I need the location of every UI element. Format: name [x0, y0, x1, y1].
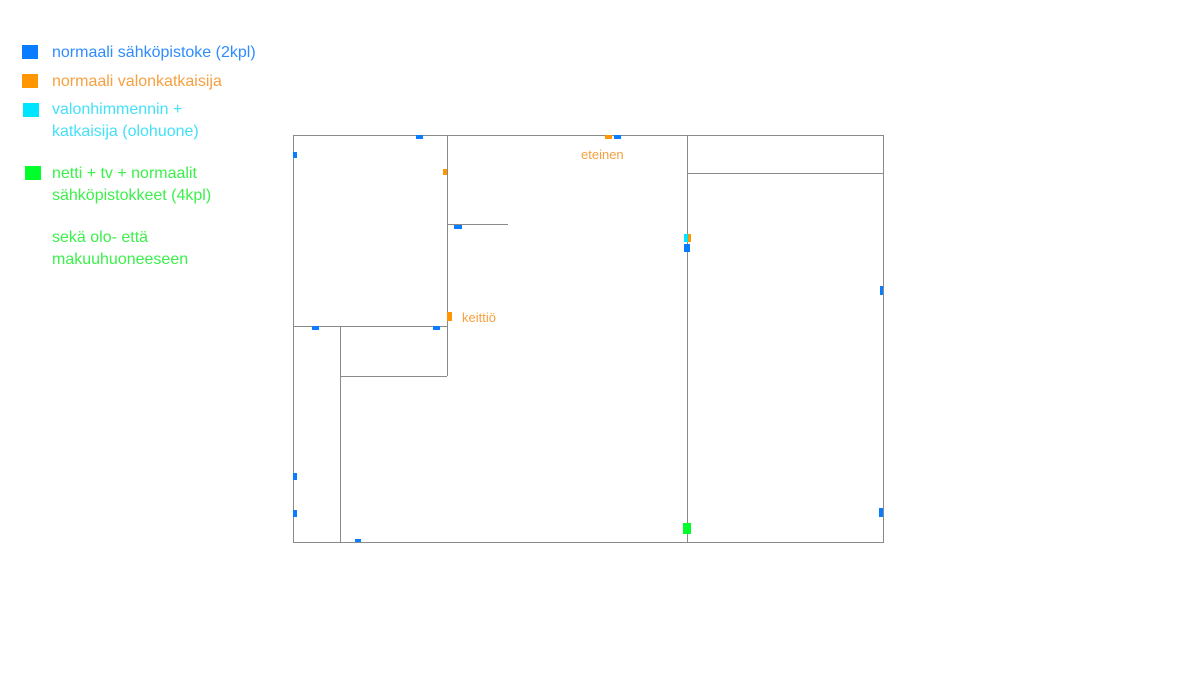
- socket-marker: [614, 135, 621, 139]
- switch-marker: [605, 135, 612, 139]
- wall: [340, 326, 341, 542]
- wall: [293, 326, 447, 327]
- socket-swatch: [22, 45, 38, 59]
- socket-marker: [293, 510, 297, 517]
- socket-marker: [879, 508, 883, 517]
- legend-media-note: sekä olo- että makuuhuoneeseen: [52, 229, 189, 268]
- socket-marker: [312, 326, 319, 330]
- wall: [447, 224, 508, 225]
- wall: [447, 135, 448, 376]
- socket-marker: [454, 225, 462, 229]
- wall: [687, 173, 883, 174]
- outer-wall: [293, 135, 884, 543]
- socket-marker: [416, 135, 423, 139]
- media-swatch: [25, 166, 41, 180]
- legend-socket: normaali sähköpistoke (2kpl): [52, 44, 256, 61]
- switch-marker: [688, 234, 691, 242]
- socket-marker: [355, 539, 361, 542]
- socket-marker: [684, 244, 690, 252]
- legend-dimmer: valonhimmennin + katkaisija (olohuone): [52, 101, 199, 140]
- legend-media: netti + tv + normaalit sähköpistokkeet (…: [52, 165, 212, 204]
- wall: [687, 135, 688, 542]
- socket-marker: [293, 473, 297, 480]
- socket-marker: [880, 286, 883, 295]
- switch-marker: [447, 312, 452, 321]
- switch-marker: [443, 169, 447, 175]
- legend-switch: normaali valonkatkaisija: [52, 73, 222, 90]
- dimmer-marker: [684, 234, 688, 242]
- media-marker: [683, 523, 691, 534]
- wall: [340, 376, 447, 377]
- socket-marker: [293, 152, 297, 158]
- switch-swatch: [22, 74, 38, 88]
- socket-marker: [433, 326, 440, 330]
- room-label-hall: eteinen: [581, 147, 624, 162]
- room-label-kitchen: keittiö: [462, 310, 496, 325]
- dimmer-swatch: [23, 103, 39, 117]
